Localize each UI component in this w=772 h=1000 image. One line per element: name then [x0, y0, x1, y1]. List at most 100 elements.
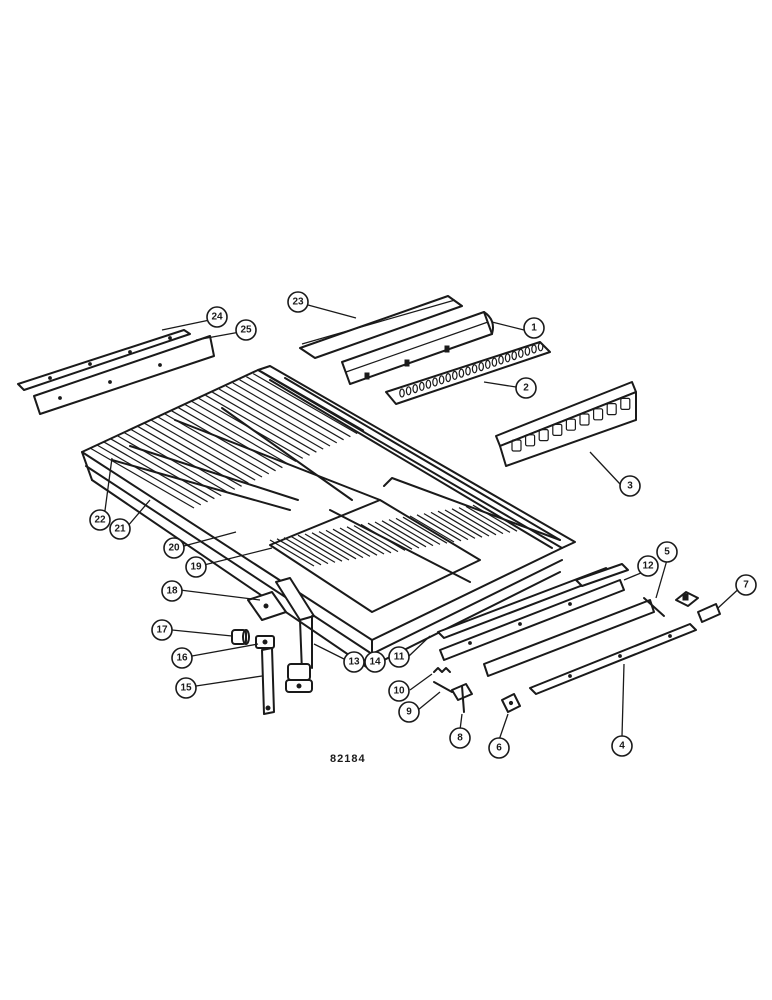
slat-line [130, 428, 236, 490]
svg-text:4: 4 [619, 741, 625, 752]
slat-line [225, 385, 331, 447]
slat-line [184, 404, 290, 466]
svg-text:12: 12 [642, 561, 654, 572]
slot [565, 418, 577, 431]
slot [432, 377, 438, 387]
svg-text:24: 24 [211, 312, 223, 323]
slat-line [451, 508, 497, 536]
slat-line [150, 419, 256, 481]
slot [458, 368, 465, 378]
svg-text:1: 1 [531, 323, 537, 334]
slot [579, 413, 590, 426]
callout-22: 22 [89, 509, 111, 531]
slat-line [123, 431, 229, 494]
slat-line [164, 413, 270, 475]
slat-line [437, 510, 483, 538]
strip-4 [529, 623, 697, 695]
plate-25 [33, 335, 215, 415]
shield-1 [341, 311, 494, 385]
slat-line [318, 531, 364, 559]
svg-text:7: 7 [743, 580, 749, 591]
slot [511, 351, 518, 361]
callout-9: 9 [398, 701, 420, 723]
slat-line [276, 538, 322, 566]
slot [524, 434, 536, 447]
cover-pan-23 [299, 295, 463, 359]
slot [606, 403, 617, 416]
callout-7: 7 [735, 574, 757, 596]
slat-line [465, 505, 511, 533]
slat-line [232, 382, 338, 444]
callout-12: 12 [637, 555, 659, 577]
slot [498, 355, 504, 365]
slat-line [157, 416, 263, 478]
callout-14: 14 [364, 651, 386, 673]
strip-24 [17, 329, 191, 391]
slotted-pan-2 [385, 341, 551, 405]
callout-13: 13 [343, 651, 365, 673]
svg-text:6: 6 [496, 743, 502, 754]
slat-line [246, 376, 351, 438]
slat-line [252, 373, 358, 435]
hanger-18 [247, 591, 287, 621]
slot [537, 342, 544, 352]
slot [491, 357, 498, 367]
slot [399, 388, 405, 398]
slat-line [311, 532, 357, 560]
spring-10 [433, 667, 451, 673]
svg-text:5: 5 [664, 547, 670, 558]
bearing-16 [255, 635, 275, 649]
slat-line [458, 507, 504, 535]
slat-line [416, 514, 462, 542]
latch-8 [451, 683, 473, 713]
slat-line [191, 400, 297, 463]
slat-line [430, 511, 476, 539]
hook-9 [433, 681, 453, 693]
bracket-7 [675, 591, 721, 623]
slot [405, 386, 412, 396]
leader-lines [103, 304, 745, 741]
slat-line [367, 522, 413, 550]
callout-23: 23 [287, 291, 309, 313]
callout-3: 3 [619, 475, 641, 497]
callout-10: 10 [388, 680, 410, 702]
slot [471, 364, 478, 374]
callout-11: 11 [388, 646, 410, 668]
clip-6 [501, 693, 521, 713]
slat-line [395, 517, 441, 545]
slat-line [96, 444, 202, 506]
svg-text:10: 10 [393, 686, 405, 697]
slot [538, 429, 549, 442]
slat-line [374, 521, 420, 549]
strip-11 [437, 567, 625, 661]
slat-line [304, 533, 350, 561]
slot [478, 362, 485, 372]
slot [465, 366, 471, 376]
slat-line [290, 535, 336, 563]
callout-25: 25 [235, 319, 257, 341]
slot [451, 370, 458, 380]
slat-line [259, 369, 365, 432]
callout-19: 19 [185, 556, 207, 578]
slot [438, 375, 445, 385]
callout-8: 8 [449, 727, 471, 749]
slot [620, 397, 631, 410]
slat-line [297, 534, 343, 562]
slat-line [269, 539, 315, 567]
slat-line [423, 513, 469, 541]
figure-id: 82184 [330, 753, 366, 765]
slat-line [381, 520, 427, 548]
slat-line [388, 519, 434, 547]
slotted-pan-3 [495, 381, 637, 467]
callout-16: 16 [171, 647, 193, 669]
plate-5 [483, 597, 665, 677]
slot [412, 384, 419, 394]
callouts: 1 2 3 4 5 6 7 8 9 10 11 12 13 14 15 16 1… [89, 291, 757, 759]
callout-5: 5 [656, 541, 678, 563]
slat-line [218, 388, 324, 450]
slat-line [89, 447, 195, 509]
svg-text:3: 3 [627, 481, 633, 492]
slot [484, 359, 491, 369]
slat-line [409, 515, 455, 543]
cross-bars [111, 407, 561, 613]
